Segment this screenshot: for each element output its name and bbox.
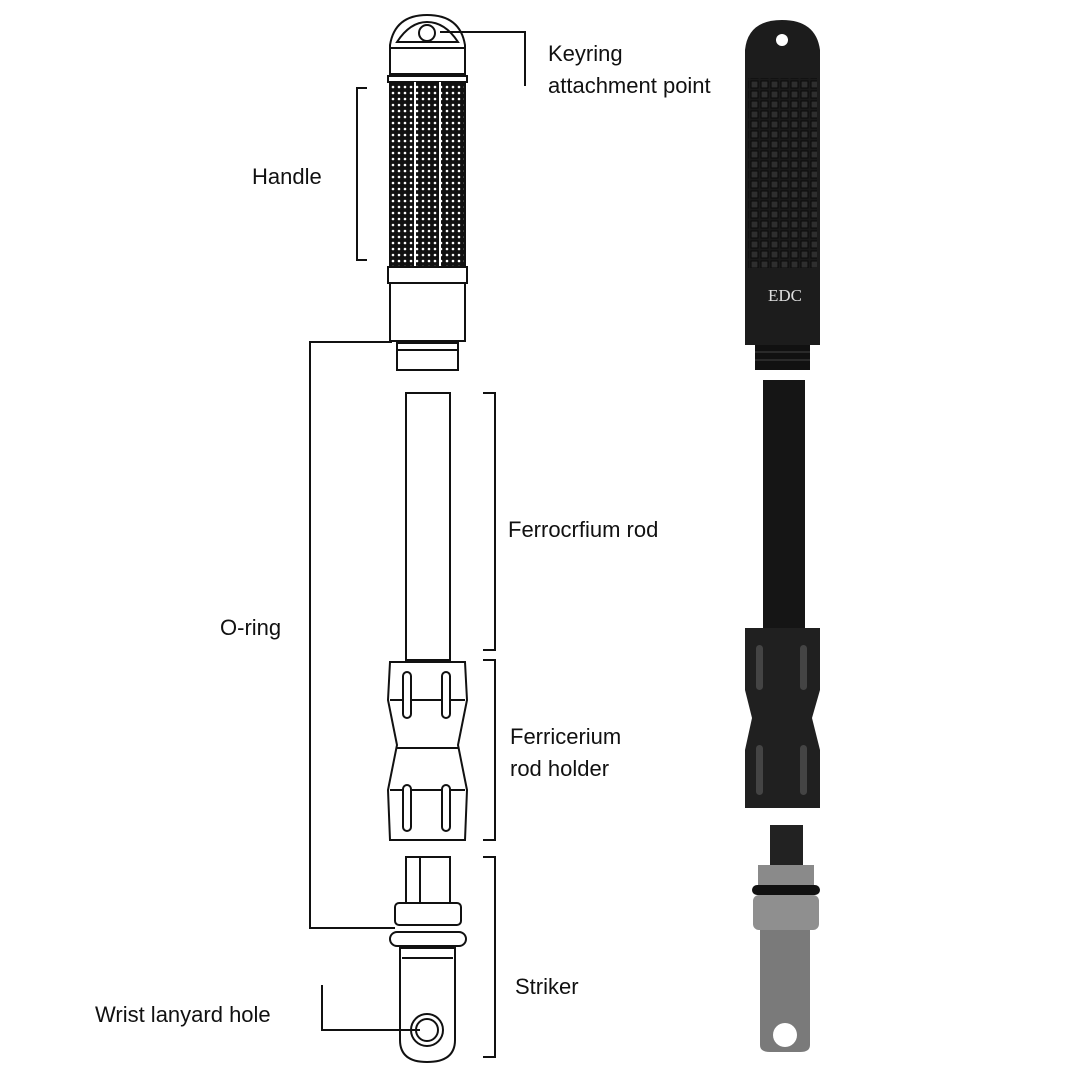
striker-tip — [405, 856, 451, 904]
label-o-ring: O-ring — [220, 615, 282, 640]
handle-knurl — [389, 81, 466, 268]
label-wrist-lanyard: Wrist lanyard hole — [95, 1002, 271, 1027]
ferro-rod — [405, 392, 451, 661]
callout-lines — [309, 31, 526, 1058]
rod-photo — [763, 380, 805, 630]
product-photo — [745, 20, 820, 1052]
label-holder-line1: Ferricerium — [510, 724, 622, 749]
rod-holder — [386, 661, 469, 841]
line-drawing-assembly — [386, 13, 469, 1064]
o-ring-part — [389, 931, 467, 947]
label-ferro-rod: Ferrocrfium rod — [508, 517, 659, 542]
edc-marking: EDC — [768, 286, 802, 305]
label-keyring-line2: attachment point — [548, 73, 711, 98]
thread — [396, 342, 459, 371]
label-keyring-line1: Keyring — [548, 41, 623, 66]
label-holder-line2: rod holder — [510, 756, 610, 781]
label-striker: Striker — [515, 974, 579, 999]
label-handle: Handle — [252, 164, 322, 189]
striker-tab-photo — [760, 930, 810, 1052]
